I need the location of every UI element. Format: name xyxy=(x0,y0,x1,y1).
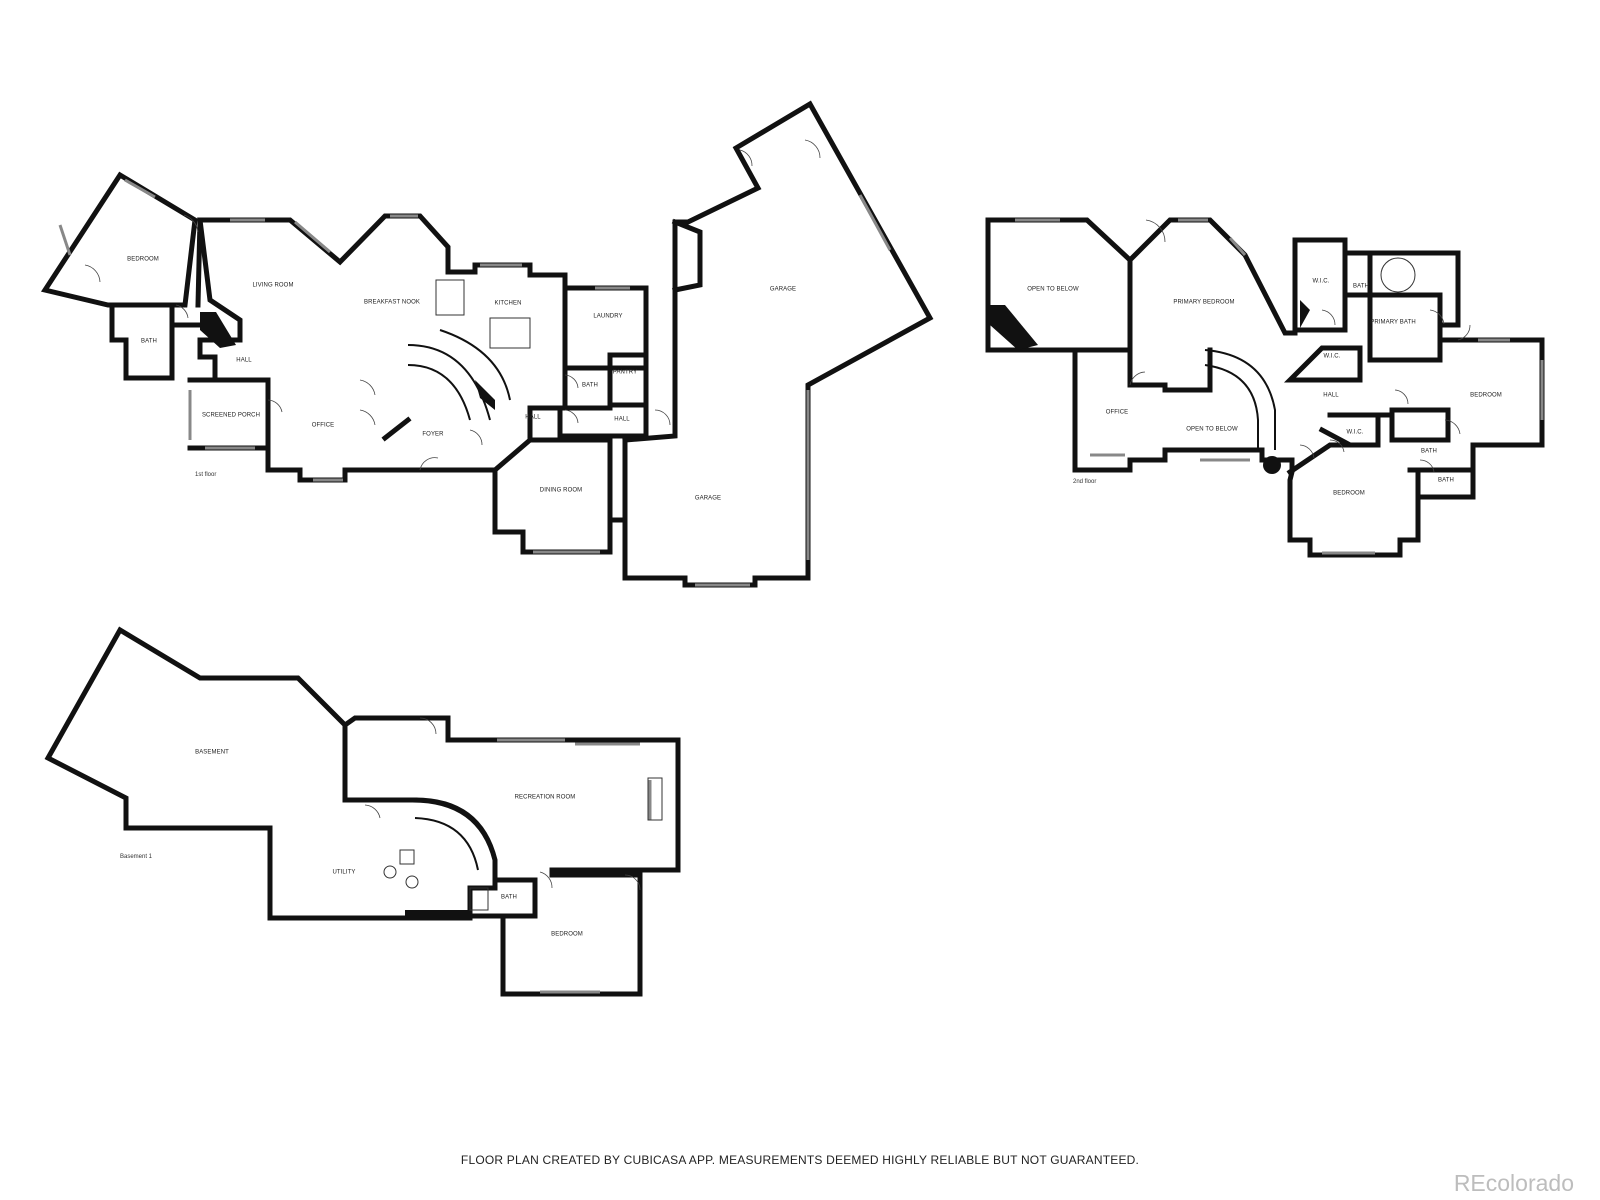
room-label-primary-bedroom: PRIMARY BEDROOM xyxy=(1173,300,1234,306)
second-floor-plan xyxy=(985,217,1545,558)
room-label-bath-small: BATH xyxy=(582,383,598,389)
room-label-bath-c: BATH xyxy=(1438,478,1454,484)
room-label-bath-b: BATH xyxy=(1421,449,1437,455)
room-label-wic-a: W.I.C. xyxy=(1313,279,1330,285)
room-label-hall: HALL xyxy=(1323,393,1339,399)
room-label-dining-room: DINING ROOM xyxy=(540,488,582,494)
room-label-hall-a: HALL xyxy=(236,358,252,364)
room-label-bedroom-b: BEDROOM xyxy=(1333,491,1365,497)
room-label-bath: BATH xyxy=(141,339,157,345)
room-label-basement: BASEMENT xyxy=(195,750,229,756)
room-label-garage-lower: GARAGE xyxy=(695,496,721,502)
room-label-office: OFFICE xyxy=(312,423,335,429)
room-label-open-to-below-a: OPEN TO BELOW xyxy=(1027,287,1079,293)
room-label-pantry: PANTRY xyxy=(613,370,637,376)
floor-label-basement: Basement 1 xyxy=(120,854,153,860)
room-label-laundry: LAUNDRY xyxy=(593,314,622,320)
room-label-bedroom: BEDROOM xyxy=(127,257,159,263)
room-label-living-room: LIVING ROOM xyxy=(252,283,293,289)
first-floor-labels: BEDROOM LIVING ROOM BREAKFAST NOOK KITCH… xyxy=(127,257,796,502)
second-floor-labels: OPEN TO BELOW PRIMARY BEDROOM W.I.C. BAT… xyxy=(1027,279,1502,497)
watermark-logo: REcolorado xyxy=(1453,1170,1574,1196)
room-label-recreation-room: RECREATION ROOM xyxy=(515,795,576,801)
basement-plan xyxy=(44,626,681,997)
room-label-wic-b: W.I.C. xyxy=(1324,354,1341,360)
room-label-bedroom: BEDROOM xyxy=(551,932,583,938)
room-label-screened-porch: SCREENED PORCH xyxy=(202,413,260,419)
room-label-primary-bath: PRIMARY BATH xyxy=(1370,320,1416,326)
floor-plan-disclaimer: FLOOR PLAN CREATED BY CUBICASA APP. MEAS… xyxy=(460,1153,1140,1167)
room-label-office: OFFICE xyxy=(1106,410,1129,416)
floor-label-second: 2nd floor xyxy=(1073,479,1096,485)
room-label-hall-b: HALL xyxy=(525,415,541,421)
room-label-breakfast-nook: BREAKFAST NOOK xyxy=(364,300,420,306)
basement-labels: BASEMENT RECREATION ROOM UTILITY BATH BE… xyxy=(120,750,583,938)
first-floor-plan xyxy=(40,100,934,588)
room-label-foyer: FOYER xyxy=(422,432,444,438)
room-label-open-to-below-b: OPEN TO BELOW xyxy=(1186,427,1238,433)
room-label-wic-c: W.I.C. xyxy=(1347,430,1364,436)
room-label-utility: UTILITY xyxy=(332,870,355,876)
room-label-kitchen: KITCHEN xyxy=(494,301,521,307)
room-label-bedroom-a: BEDROOM xyxy=(1470,393,1502,399)
room-label-bath-a: BATH xyxy=(1353,284,1369,290)
room-label-garage-upper: GARAGE xyxy=(770,287,796,293)
room-label-hall-c: HALL xyxy=(614,417,630,423)
room-label-bath: BATH xyxy=(501,895,517,901)
floor-label-first: 1st floor xyxy=(195,472,216,478)
